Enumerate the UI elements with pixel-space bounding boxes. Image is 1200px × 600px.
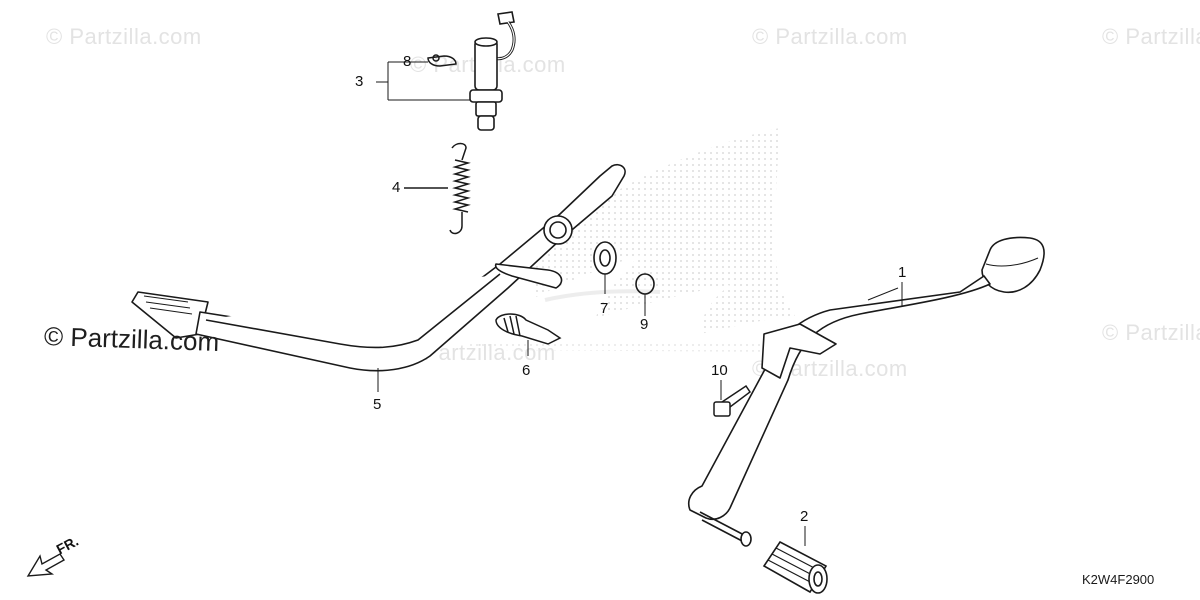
wing-logo-icon <box>470 128 800 352</box>
front-direction-arrow-icon <box>26 553 66 577</box>
lever-part-1 <box>687 236 1045 521</box>
washer-part <box>593 241 617 294</box>
callout-4: 4 <box>392 179 401 196</box>
spring-part <box>404 142 471 235</box>
callout-3: 3 <box>355 73 364 90</box>
return-spring-part <box>495 313 562 356</box>
callout-6: 6 <box>522 362 531 379</box>
clip-part <box>427 54 457 67</box>
stop-switch-part <box>469 11 516 131</box>
leader-lines <box>377 282 903 392</box>
callout-7: 7 <box>600 300 609 317</box>
watermark: © Partzilla.com <box>1102 320 1200 345</box>
callout-5: 5 <box>373 396 382 413</box>
bolt-part <box>713 380 752 417</box>
leader-lines-3-8 <box>376 61 470 101</box>
snap-ring-part <box>635 273 655 316</box>
lever-part-5 <box>131 163 626 372</box>
callout-10: 10 <box>711 362 728 379</box>
callout-1: 1 <box>898 264 907 281</box>
callout-8: 8 <box>403 53 412 70</box>
callout-2: 2 <box>800 508 809 525</box>
pedal-rubber-part <box>699 511 828 594</box>
callout-9: 9 <box>640 316 649 333</box>
diagram-code: K2W4F2900 <box>1082 572 1155 587</box>
brand-watermark: © Partzilla.com <box>43 320 220 358</box>
watermark: © Partzilla.com <box>1102 24 1200 49</box>
watermark: © Partzilla.com <box>752 24 908 49</box>
watermark: © Partzilla.com <box>46 24 202 49</box>
